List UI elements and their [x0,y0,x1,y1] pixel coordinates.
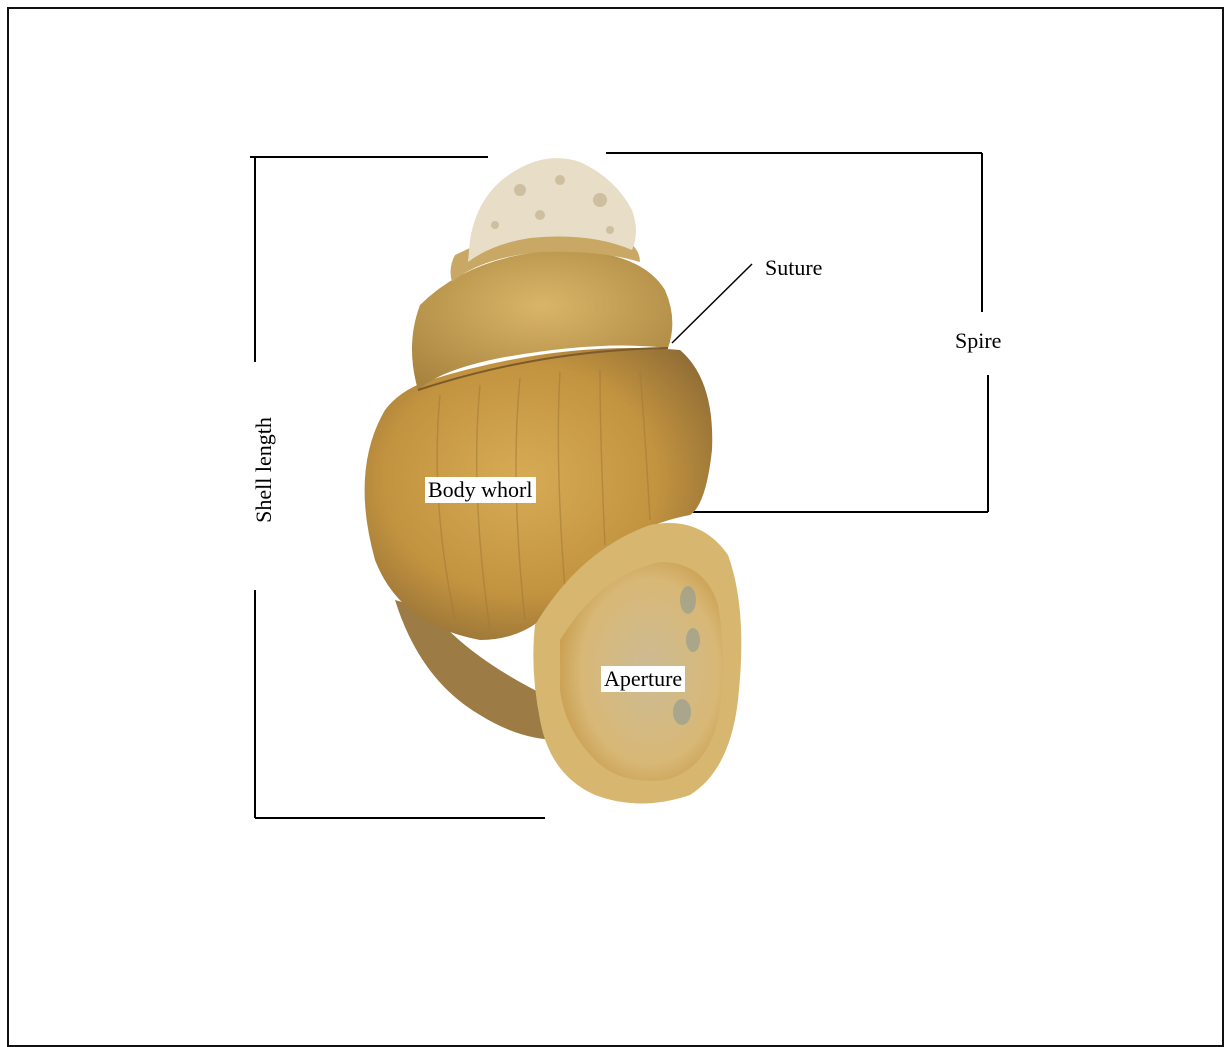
body-whorl-label: Body whorl [425,477,536,503]
aperture-label: Aperture [601,666,685,692]
shell-length-label: Shell length [251,412,277,528]
spire-label: Spire [952,328,1004,354]
suture-label: Suture [762,255,825,281]
snail-shell [365,158,742,803]
suture-pointer-line [672,264,752,343]
